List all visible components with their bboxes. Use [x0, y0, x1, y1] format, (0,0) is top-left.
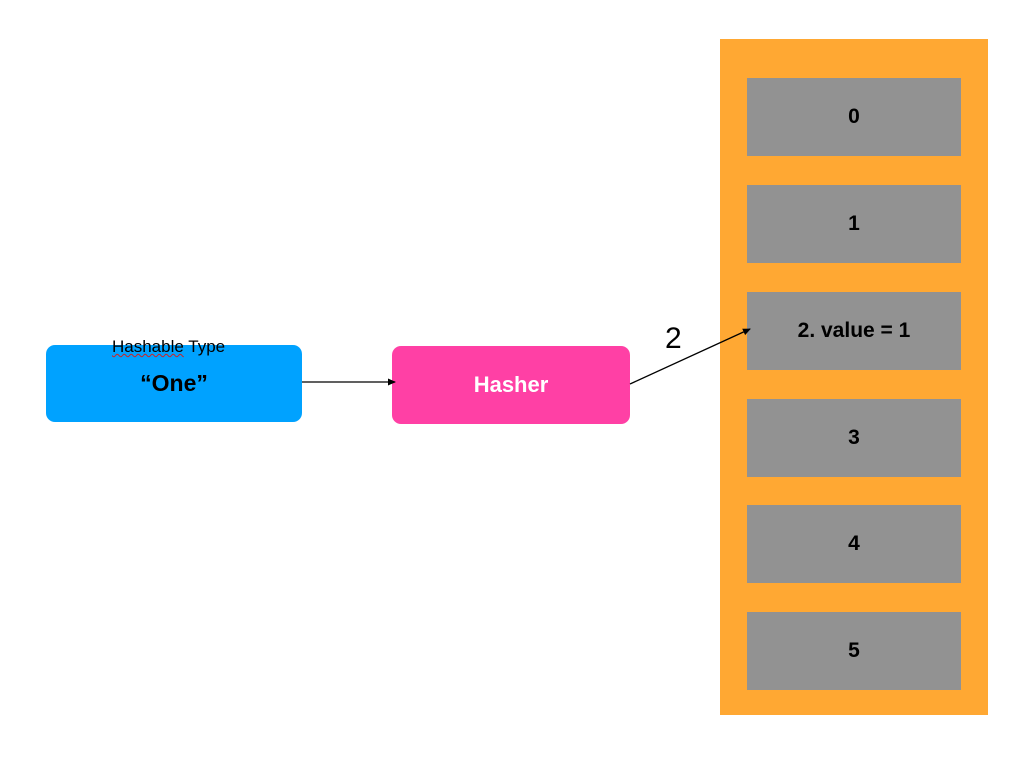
input-caption-part2: Type [183, 337, 226, 356]
table-slot-5: 5 [747, 612, 961, 690]
table-slot-1: 1 [747, 185, 961, 263]
input-node: “One” [46, 345, 302, 422]
edge-label: 2 [665, 322, 682, 355]
input-value: “One” [140, 370, 208, 396]
input-caption-part1: Hashable [112, 337, 184, 356]
slot-label: 3 [848, 426, 860, 449]
hasher-label: Hasher [473, 372, 549, 397]
input-caption: Hashable Type [112, 337, 225, 357]
table-slot-4: 4 [747, 505, 961, 583]
table-slot-0: 0 [747, 78, 961, 156]
slot-label: 2. value = 1 [797, 319, 911, 342]
table-slot-2: 2. value = 1 [747, 292, 961, 370]
table-slot-3: 3 [747, 399, 961, 477]
slot-label: 1 [848, 212, 860, 235]
slot-label: 5 [848, 639, 860, 662]
hasher-node: Hasher [392, 346, 630, 424]
slot-label: 4 [848, 532, 860, 555]
slot-label: 0 [848, 105, 860, 128]
